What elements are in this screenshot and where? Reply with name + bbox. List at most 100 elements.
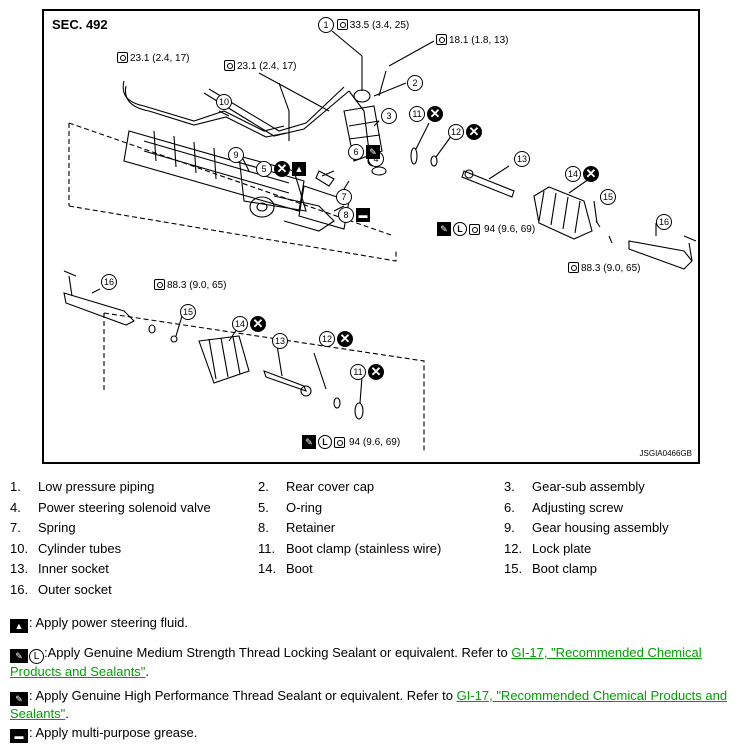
callout-10: 10 (216, 94, 232, 110)
legend-number: 11. (258, 540, 276, 556)
thread-sealant-icon: ✎ (10, 692, 28, 706)
thread-sealant-icon: ✎ (366, 145, 380, 159)
callout-2: 2 (407, 75, 423, 91)
torque-value: 18.1 (1.8, 13) (449, 35, 509, 46)
legend-text: Boot (286, 561, 313, 576)
callout-12-right: 12 ✕ (448, 124, 482, 140)
legend-row: 16. Outer socket (10, 582, 740, 603)
torque-wrench-icon (154, 279, 165, 290)
torque-annotation-2: 18.1 (1.8, 13) (436, 34, 508, 46)
legend-item: 1.Low pressure piping (10, 479, 154, 494)
legend-item: 9. Gear housing assembly (504, 520, 669, 535)
locking-sealant-icon: L (453, 222, 467, 236)
legend-text: O-ring (286, 499, 323, 515)
power-steering-fluid-icon: ▲ (10, 619, 28, 633)
note-power-steering-fluid: ▲: Apply power steering fluid. (10, 615, 738, 633)
legend-item: 6. Adjusting screw (504, 500, 623, 515)
legend-text: Gear housing assembly (532, 520, 669, 535)
note-high-performance-sealant: ✎: Apply Genuine High Performance Thread… (10, 688, 728, 721)
callout-15-left: 15 (180, 304, 196, 320)
legend-number: 6. (504, 499, 515, 515)
do-not-reuse-icon: ✕ (466, 124, 482, 140)
legend-item: 16. Outer socket (10, 582, 112, 597)
torque-value: 33.5 (3.4, 25) (349, 20, 410, 31)
multi-purpose-grease-icon: ▬ (10, 729, 28, 743)
legend-number: 4. (10, 499, 21, 515)
legend-text: Outer socket (38, 581, 112, 597)
torque-value: 94 (9.6, 69) (349, 436, 401, 448)
gi-17-link[interactable]: GI-17, "Recommended Chemical Products an… (10, 688, 728, 721)
legend-row: 7. Spring 8. Retainer 9. Gear housing assembl… (10, 520, 740, 541)
torque-wrench-icon (336, 19, 348, 30)
legend-text: Power steering solenoid valve (38, 499, 211, 515)
callout-11-left: 11 ✕ (350, 364, 384, 380)
power-steering-fluid-icon: ▲ (292, 162, 306, 176)
steering-gear-drawing (63, 30, 697, 453)
callout-number: 1 (318, 17, 334, 33)
do-not-reuse-icon: ✕ (337, 331, 353, 347)
note-multi-purpose-grease: ▬: Apply multi-purpose grease. (10, 725, 738, 743)
callout-16-right: 16 (656, 214, 672, 230)
legend-item: 2.Rear cover cap (258, 479, 374, 494)
legend-text: Adjusting screw (532, 499, 624, 515)
legend-item: 14.Boot (258, 561, 313, 576)
torque-annotation-6: 88.3 (9.0, 65) (568, 262, 640, 274)
legend-number: 15. (504, 561, 523, 576)
callout-6: 6 ✎ (348, 144, 380, 160)
multi-purpose-grease-icon: ▬ (356, 208, 370, 222)
legend-item: 13.Inner socket (10, 561, 109, 576)
do-not-reuse-icon: ✕ (250, 316, 266, 332)
legend-number: 3. (504, 479, 515, 494)
legend-item: 11. Boot clamp (stainless wire) (258, 541, 441, 556)
torque-wrench-icon (568, 262, 579, 273)
callout-14-right: 14 ✕ (565, 166, 599, 182)
thread-sealant-icon: ✎ (10, 649, 28, 663)
locking-sealant-icon: L (318, 435, 332, 449)
locking-sealant-icon: L (29, 649, 44, 664)
legend-text: Boot clamp (stainless wire) (286, 540, 442, 556)
legend-text: Retainer (286, 520, 336, 535)
callout-5: 5 ✕ ▲ (256, 161, 306, 177)
gi-17-link[interactable]: GI-17, "Recommended Chemical Products an… (10, 645, 702, 679)
callout-12-left: 12 ✕ (319, 331, 353, 347)
legend-number: 2. (258, 479, 269, 494)
legend-item: 12.Lock plate (504, 541, 591, 556)
inner-socket-annotation-right: ✎ L 94 (9.6, 69) (437, 222, 535, 236)
legend-number: 8. (258, 520, 269, 535)
thread-sealant-icon: ✎ (437, 222, 451, 236)
legend-number: 7. (10, 520, 21, 535)
legend-number: 10. (10, 540, 29, 556)
legend-text: Boot clamp (532, 561, 598, 576)
thread-sealant-icon: ✎ (302, 435, 316, 449)
torque-value: 23.1 (2.4, 17) (237, 61, 297, 72)
legend-number: 9. (504, 520, 515, 535)
legend-number: 16. (10, 581, 29, 597)
callout-13-right: 13 (514, 151, 530, 167)
exploded-view-diagram: SEC. 492 JSGIA0466GB 1 33.5 (3.4, 25) 18… (42, 9, 700, 464)
inner-socket-annotation-left: ✎ L 94 (9.6, 69) (302, 435, 400, 449)
torque-value: 23.1 (2.4, 17) (130, 53, 190, 64)
legend-number: 1. (10, 479, 21, 494)
torque-wrench-icon (436, 34, 447, 45)
note-thread-locking-sealant: ✎L:Apply Genuine Medium Strength Thread … (10, 645, 702, 679)
legend-item: 8. Retainer (258, 520, 335, 535)
legend-text: Spring (38, 520, 76, 535)
legend-text: Lock plate (532, 540, 592, 556)
callout-3: 3 (381, 108, 397, 124)
legend-text: Inner socket (38, 561, 109, 576)
do-not-reuse-icon: ✕ (368, 364, 384, 380)
legend-item: 4. Power steering solenoid valve (10, 500, 211, 515)
do-not-reuse-icon: ✕ (583, 166, 599, 182)
legend-text: Cylinder tubes (38, 540, 122, 556)
torque-wrench-icon (469, 223, 480, 235)
torque-annotation-3: 23.1 (2.4, 17) (117, 52, 189, 64)
torque-wrench-icon (117, 52, 128, 63)
torque-callout-1: 1 33.5 (3.4, 25) (318, 17, 409, 33)
legend-number: 5. (258, 499, 269, 515)
legend-row: 4. Power steering solenoid valve 5. O-ring 6… (10, 500, 740, 521)
legend-row: 10. Cylinder tubes 11. Boot clamp (stainles… (10, 541, 740, 562)
legend-row: 13.Inner socket 14.Boot 15. Boot clamp (10, 561, 740, 582)
callout-7: 7 (336, 189, 352, 205)
section-label: SEC. 492 (52, 17, 108, 32)
legend-item: 10. Cylinder tubes (10, 541, 121, 556)
